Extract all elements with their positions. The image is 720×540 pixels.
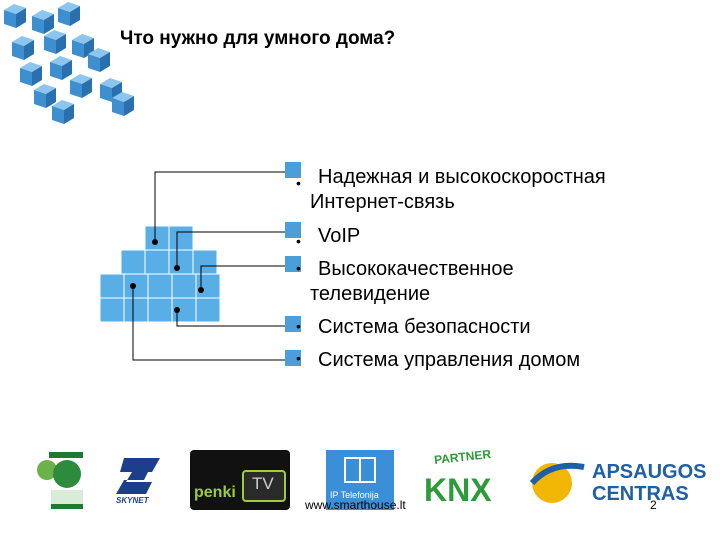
bullet-tv-cont: телевидение (310, 283, 431, 305)
skynet-logo: SKYNET (112, 452, 167, 510)
bullet-dot: • (296, 175, 301, 191)
bullet-dot: • (296, 350, 301, 366)
bullet-dot: • (296, 318, 301, 334)
footer-url[interactable]: www.smarthouse.lt (305, 498, 406, 512)
bullet-security: Система безопасности (318, 316, 531, 338)
apsaugos-centras-logo: APSAUGOS CENTRAS (528, 455, 708, 510)
cubes-decoration (4, 2, 134, 124)
bullet-dot: • (296, 260, 301, 276)
knx-partner-logo: PARTNER KNX (424, 447, 492, 508)
slide-title: Что нужно для умного дома? (120, 28, 396, 49)
ip-telefonija-logo: IP Telefonija (326, 450, 394, 510)
house-diagram (99, 162, 301, 366)
bullet-tv: Высококачественное (318, 258, 514, 280)
bullet-dot: • (296, 233, 301, 249)
bullet-internet: Надежная и высокоскоростная (318, 166, 606, 188)
bullet-voip: VoIP (318, 225, 361, 247)
bullet-internet-cont: Интернет-связь (310, 191, 455, 213)
green-emblem-logo (37, 452, 83, 509)
bullet-home-control: Система управления домом (318, 349, 581, 371)
page-number: 2 (650, 498, 657, 512)
penki-tv-logo: penki TV (190, 450, 290, 510)
